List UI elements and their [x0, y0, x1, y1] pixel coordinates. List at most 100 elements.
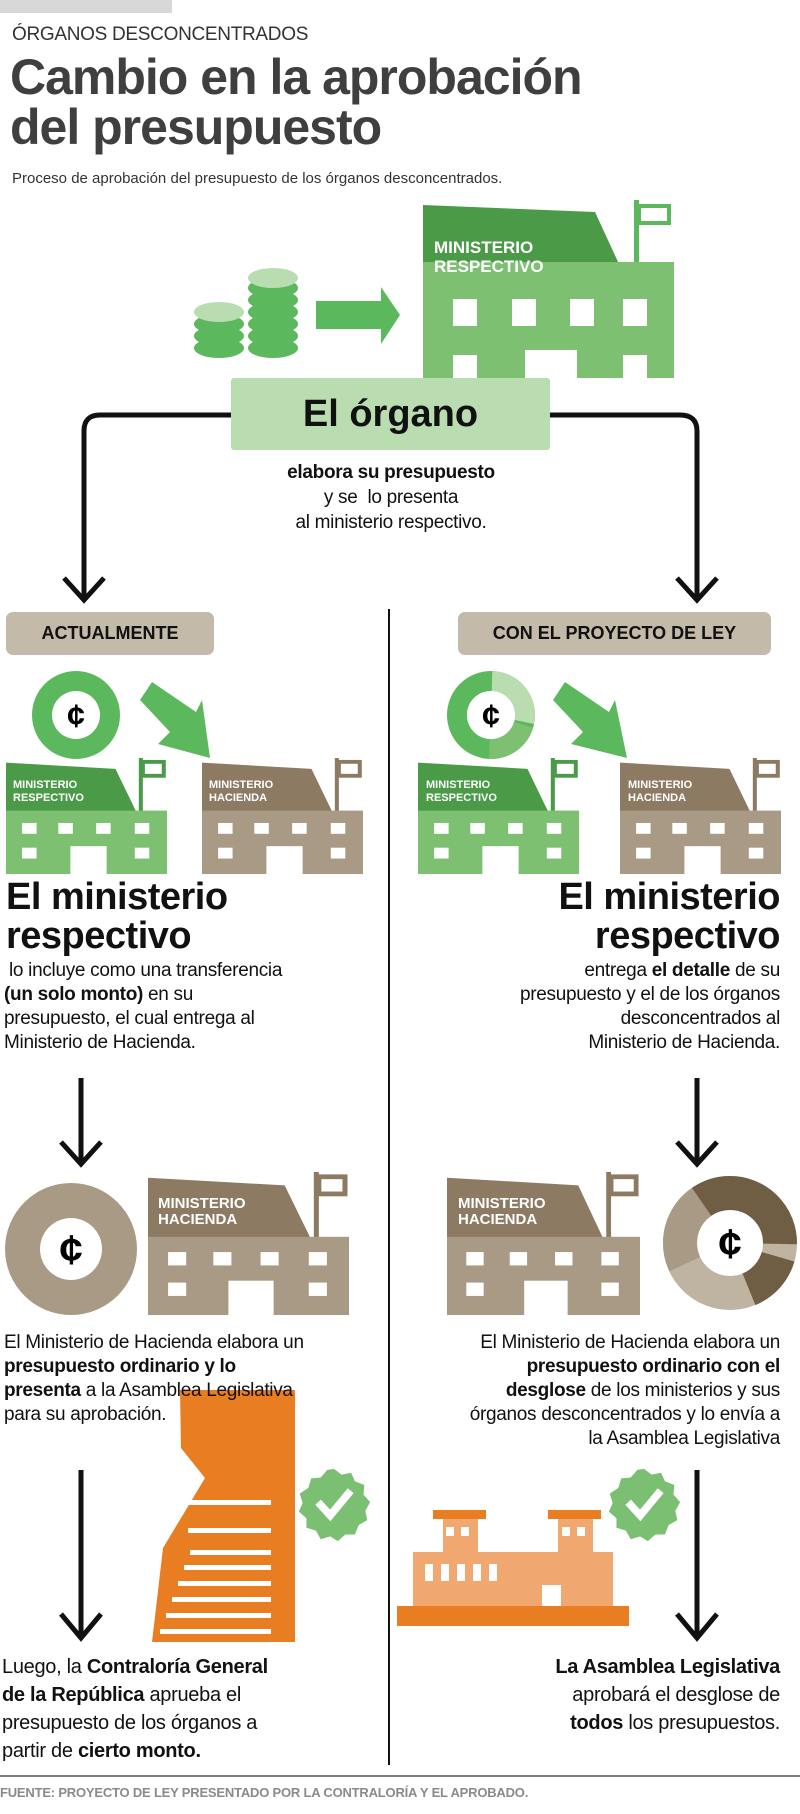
- bold-text-segment: el detalle: [651, 960, 731, 981]
- text-line: desconcentrados al: [520, 1007, 781, 1031]
- building-label-line2: RESPECTIVO: [434, 257, 544, 276]
- text-segment: aprueba el: [144, 1684, 241, 1706]
- text-segment: al ministerio respectivo.: [295, 512, 487, 533]
- page-title: Cambio en la aprobación del presupuesto: [10, 49, 583, 155]
- svg-text:HACIENDA: HACIENDA: [628, 792, 686, 804]
- svg-text:¢: ¢: [482, 698, 500, 734]
- right-heading: El ministerio respectivo: [558, 878, 780, 956]
- heading-line-1: El ministerio: [6, 876, 228, 918]
- svg-text:RESPECTIVO: RESPECTIVO: [426, 792, 497, 804]
- svg-text:MINISTERIO: MINISTERIO: [13, 779, 78, 791]
- building-ministerio-respectivo: MINISTERIO RESPECTIVO: [6, 758, 167, 874]
- asamblea-building-icon: [397, 1510, 629, 1626]
- text-line: (un solo monto) en su: [4, 983, 282, 1007]
- text-line: presupuesto y el de los órganos: [520, 983, 780, 1007]
- bold-text-segment: todos: [570, 1712, 624, 1734]
- text-line: El Ministerio de Hacienda elabora un: [470, 1331, 780, 1355]
- text-line: desglose de los ministerios y sus: [470, 1379, 780, 1403]
- building-label-line1: MINISTERIO: [434, 238, 533, 257]
- bold-text-segment: de la República: [2, 1684, 145, 1706]
- text-segment: a la Asamblea Legislativa: [80, 1380, 293, 1401]
- svg-text:HACIENDA: HACIENDA: [158, 1211, 237, 1228]
- text-segment: para su aprobación.: [4, 1404, 167, 1425]
- text-line: El Ministerio de Hacienda elabora un: [4, 1331, 304, 1355]
- text-line: presupuesto, el cual entrega al: [4, 1007, 282, 1031]
- heading-line-1: El ministerio: [558, 876, 780, 918]
- arrow-right-icon: [316, 287, 400, 344]
- text-segment: presupuesto y el de los órganos: [519, 984, 780, 1005]
- svg-text:¢: ¢: [59, 1226, 82, 1273]
- title-line-1: Cambio en la aprobación: [10, 49, 583, 105]
- currency-segmented-donut-icon: ¢: [447, 671, 535, 759]
- text-line: la Asamblea Legislativa: [470, 1427, 780, 1451]
- svg-text:MINISTERIO: MINISTERIO: [628, 779, 693, 791]
- pill-proyecto-de-ley: CON EL PROYECTO DE LEY: [458, 612, 771, 655]
- text-line: elabora su presupuesto: [200, 460, 582, 485]
- svg-text:¢: ¢: [718, 1220, 741, 1267]
- arrow-down-icon: [59, 1078, 103, 1168]
- text-segment: de los ministerios y sus: [585, 1380, 781, 1401]
- text-segment: y se lo presenta: [323, 487, 459, 508]
- text-segment: desconcentrados al: [620, 1008, 781, 1029]
- organo-box: El órgano: [231, 378, 550, 450]
- text-segment: presupuesto, el cual entrega al: [4, 1008, 255, 1029]
- text-line: presupuesto de los órganos a: [2, 1709, 268, 1737]
- right-step3-text: La Asamblea Legislativa aprobará el desgl…: [555, 1653, 780, 1737]
- svg-text:¢: ¢: [67, 698, 85, 734]
- bold-text-segment: presupuesto ordinario con el: [526, 1356, 781, 1377]
- text-segment: Luego, la: [2, 1656, 87, 1678]
- connector-right: [550, 412, 700, 598]
- arrow-down-icon: [675, 1470, 719, 1642]
- arrow-head-right: [675, 576, 719, 604]
- svg-text:MINISTERIO: MINISTERIO: [158, 1195, 246, 1212]
- arrow-diagonal-icon: [553, 682, 627, 758]
- building-ministerio-hacienda: MINISTERIO HACIENDA: [620, 758, 781, 874]
- currency-circle-icon: ¢: [32, 671, 120, 759]
- text-segment: partir de: [2, 1740, 78, 1762]
- text-segment: aprobará el desglose de: [572, 1684, 780, 1706]
- text-line: Luego, la Contraloría General: [2, 1653, 268, 1681]
- svg-text:HACIENDA: HACIENDA: [209, 792, 267, 804]
- svg-text:MINISTERIO: MINISTERIO: [458, 1195, 546, 1212]
- svg-text:HACIENDA: HACIENDA: [458, 1211, 537, 1228]
- text-line: y se lo presenta: [200, 485, 582, 510]
- arrow-diagonal-icon: [140, 682, 210, 758]
- page-subtitle: Proceso de aprobación del presupuesto de…: [12, 170, 503, 187]
- text-segment: Ministerio de Hacienda.: [4, 1032, 196, 1053]
- text-segment: Ministerio de Hacienda.: [588, 1032, 780, 1053]
- arrow-down-icon: [675, 1078, 719, 1168]
- text-line: entrega el detalle de su: [520, 959, 780, 983]
- contraloria-building-icon: [152, 1390, 295, 1642]
- bold-text-segment: La Asamblea Legislativa: [555, 1656, 780, 1678]
- building-ministerio-hacienda-large: MINISTERIO HACIENDA: [148, 1172, 349, 1315]
- text-line: La Asamblea Legislativa: [555, 1653, 780, 1681]
- approved-badge-icon: [299, 1469, 370, 1541]
- approved-badge-icon: [609, 1469, 680, 1541]
- left-step2-text: El Ministerio de Hacienda elabora un pres…: [4, 1331, 304, 1427]
- building-ministerio-hacienda: MINISTERIO HACIENDA: [202, 758, 363, 874]
- bold-text-segment: elabora su presupuesto: [287, 462, 495, 483]
- heading-line-2: respectivo: [594, 915, 781, 957]
- text-line: Ministerio de Hacienda.: [4, 1031, 282, 1055]
- text-line: todos los presupuestos.: [555, 1709, 780, 1737]
- text-segment: lo incluye como una transferencia: [4, 960, 283, 981]
- currency-segmented-donut-icon: ¢: [663, 1176, 797, 1310]
- text-line: Ministerio de Hacienda.: [520, 1031, 780, 1055]
- text-segment: la Asamblea Legislativa: [588, 1428, 780, 1449]
- bold-text-segment: (un solo monto): [4, 984, 144, 1005]
- text-line: presupuesto ordinario con el: [470, 1355, 781, 1379]
- bold-text-segment: Contraloría General: [86, 1656, 268, 1678]
- text-line: de la República aprueba el: [2, 1681, 268, 1709]
- text-line: aprobará el desglose de: [555, 1681, 780, 1709]
- svg-text:MINISTERIO: MINISTERIO: [426, 779, 491, 791]
- top-accent-bar: [0, 0, 172, 13]
- text-line: presenta a la Asamblea Legislativa: [4, 1379, 304, 1403]
- building-ministerio-hacienda-large: MINISTERIO HACIENDA: [447, 1172, 640, 1315]
- bold-text-segment: cierto monto.: [77, 1740, 201, 1762]
- title-line-2: del presupuesto: [10, 99, 382, 155]
- svg-text:RESPECTIVO: RESPECTIVO: [13, 792, 84, 804]
- building-ministerio-respectivo: MINISTERIO RESPECTIVO: [418, 758, 579, 874]
